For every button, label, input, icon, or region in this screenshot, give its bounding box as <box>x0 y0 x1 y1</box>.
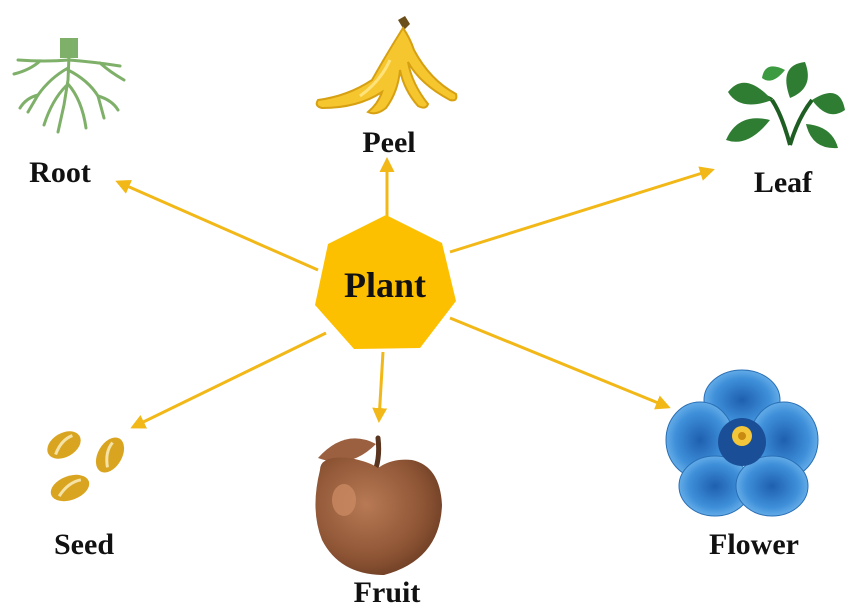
arrow-to-root <box>118 182 318 270</box>
roots-icon <box>14 38 124 132</box>
seeds-icon <box>42 426 129 507</box>
banana-peel-icon <box>317 16 457 113</box>
apple-icon <box>315 438 442 575</box>
seed-label: Seed <box>54 528 114 561</box>
flower-label: Flower <box>709 528 799 561</box>
arrow-to-leaf <box>450 170 712 252</box>
fruit-label: Fruit <box>354 576 421 608</box>
leaf-label: Leaf <box>754 166 813 199</box>
center-label: Plant <box>344 265 426 305</box>
arrow-to-fruit <box>379 352 383 420</box>
leaves-icon <box>726 62 845 148</box>
root-label: Root <box>29 156 91 189</box>
arrow-to-flower <box>450 318 668 407</box>
peel-label: Peel <box>362 126 415 159</box>
blue-flower-icon <box>666 370 818 516</box>
arrow-to-seed <box>133 333 326 427</box>
